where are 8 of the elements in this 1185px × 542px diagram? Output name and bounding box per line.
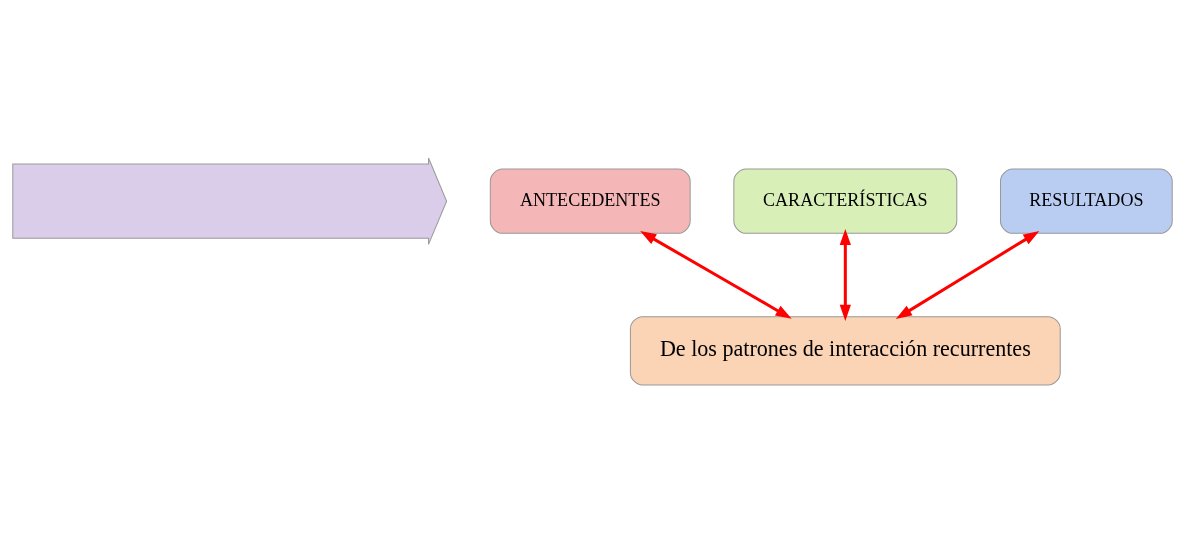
node-box: RESULTADOS <box>1000 168 1173 234</box>
arrow <box>640 230 792 319</box>
arrow <box>895 230 1040 319</box>
node-arrow <box>12 157 448 245</box>
arrow <box>839 228 851 321</box>
node-box: ANTECEDENTES <box>489 168 691 234</box>
node-box: CARACTERÍSTICAS <box>733 168 958 234</box>
node-box: De los patrones de interacción recurrentes <box>629 315 1061 385</box>
